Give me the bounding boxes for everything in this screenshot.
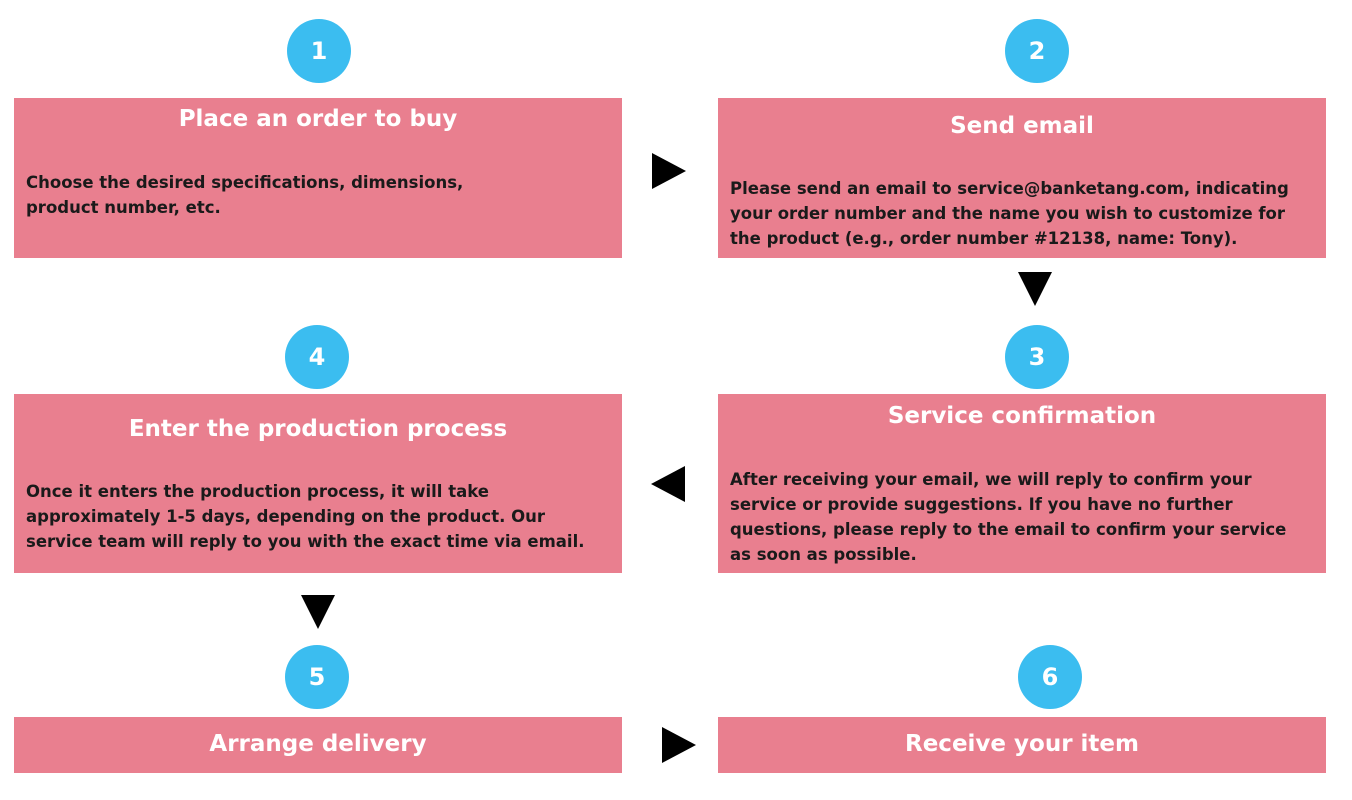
- step-2-title: Send email: [950, 113, 1094, 139]
- step-1-number: 1: [310, 37, 328, 65]
- step-6-number-badge: 6: [1018, 645, 1082, 709]
- step-4-box: Enter the production process Once it ent…: [14, 394, 622, 573]
- step-1-description-line: Choose the desired specifications, dimen…: [26, 173, 464, 192]
- step-3-description: After receiving your email, we will repl…: [730, 467, 1314, 567]
- arrow-down-icon: [1018, 272, 1052, 306]
- step-5-box: Arrange delivery: [14, 717, 622, 773]
- step-5-title: Arrange delivery: [209, 731, 427, 757]
- arrow-down-icon: [301, 595, 335, 629]
- step-2-number: 2: [1028, 37, 1046, 65]
- step-4-number: 4: [308, 343, 326, 371]
- step-4-title: Enter the production process: [128, 416, 508, 442]
- step-1-box: Place an order to buy Choose the desired…: [14, 98, 622, 258]
- arrow-right-icon: [652, 153, 686, 189]
- step-2-box: Send email Please send an email to servi…: [718, 98, 1326, 258]
- step-6-title: Receive your item: [905, 731, 1139, 757]
- arrow-left-icon: [651, 466, 685, 502]
- step-2-description-line: the product (e.g., order number #12138, …: [730, 229, 1238, 248]
- step-2-number-badge: 2: [1005, 19, 1069, 83]
- step-6-box: Receive your item: [718, 717, 1326, 773]
- step-3-number: 3: [1028, 343, 1046, 371]
- arrow-right-icon: [662, 727, 696, 763]
- step-3-description-line: service or provide suggestions. If you h…: [730, 495, 1233, 514]
- step-3-description-line: questions, please reply to the email to …: [730, 520, 1287, 539]
- step-3-description-line: as soon as possible.: [730, 545, 917, 564]
- step-6-number: 6: [1041, 663, 1059, 691]
- step-2-description-line: your order number and the name you wish …: [730, 204, 1286, 223]
- step-3-description-line: After receiving your email, we will repl…: [730, 470, 1252, 489]
- step-4-description-line: service team will reply to you with the …: [26, 532, 585, 551]
- step-2-description: Please send an email to service@banketan…: [730, 176, 1314, 251]
- step-4-description-line: Once it enters the production process, i…: [26, 482, 489, 501]
- step-1-number-badge: 1: [287, 19, 351, 83]
- step-4-description-line: approximately 1-5 days, depending on the…: [26, 507, 546, 526]
- step-4-number-badge: 4: [285, 325, 349, 389]
- step-3-number-badge: 3: [1005, 325, 1069, 389]
- step-3-title: Service confirmation: [887, 403, 1157, 429]
- step-2-description-line: Please send an email to service@banketan…: [730, 179, 1289, 198]
- step-4-description: Once it enters the production process, i…: [26, 479, 610, 554]
- step-3-box: Service confirmation After receiving you…: [718, 394, 1326, 573]
- step-5-number-badge: 5: [285, 645, 349, 709]
- step-1-description-line: product number, etc.: [26, 198, 221, 217]
- step-1-title: Place an order to buy: [178, 106, 458, 132]
- step-5-number: 5: [308, 663, 326, 691]
- step-1-description: Choose the desired specifications, dimen…: [26, 170, 610, 220]
